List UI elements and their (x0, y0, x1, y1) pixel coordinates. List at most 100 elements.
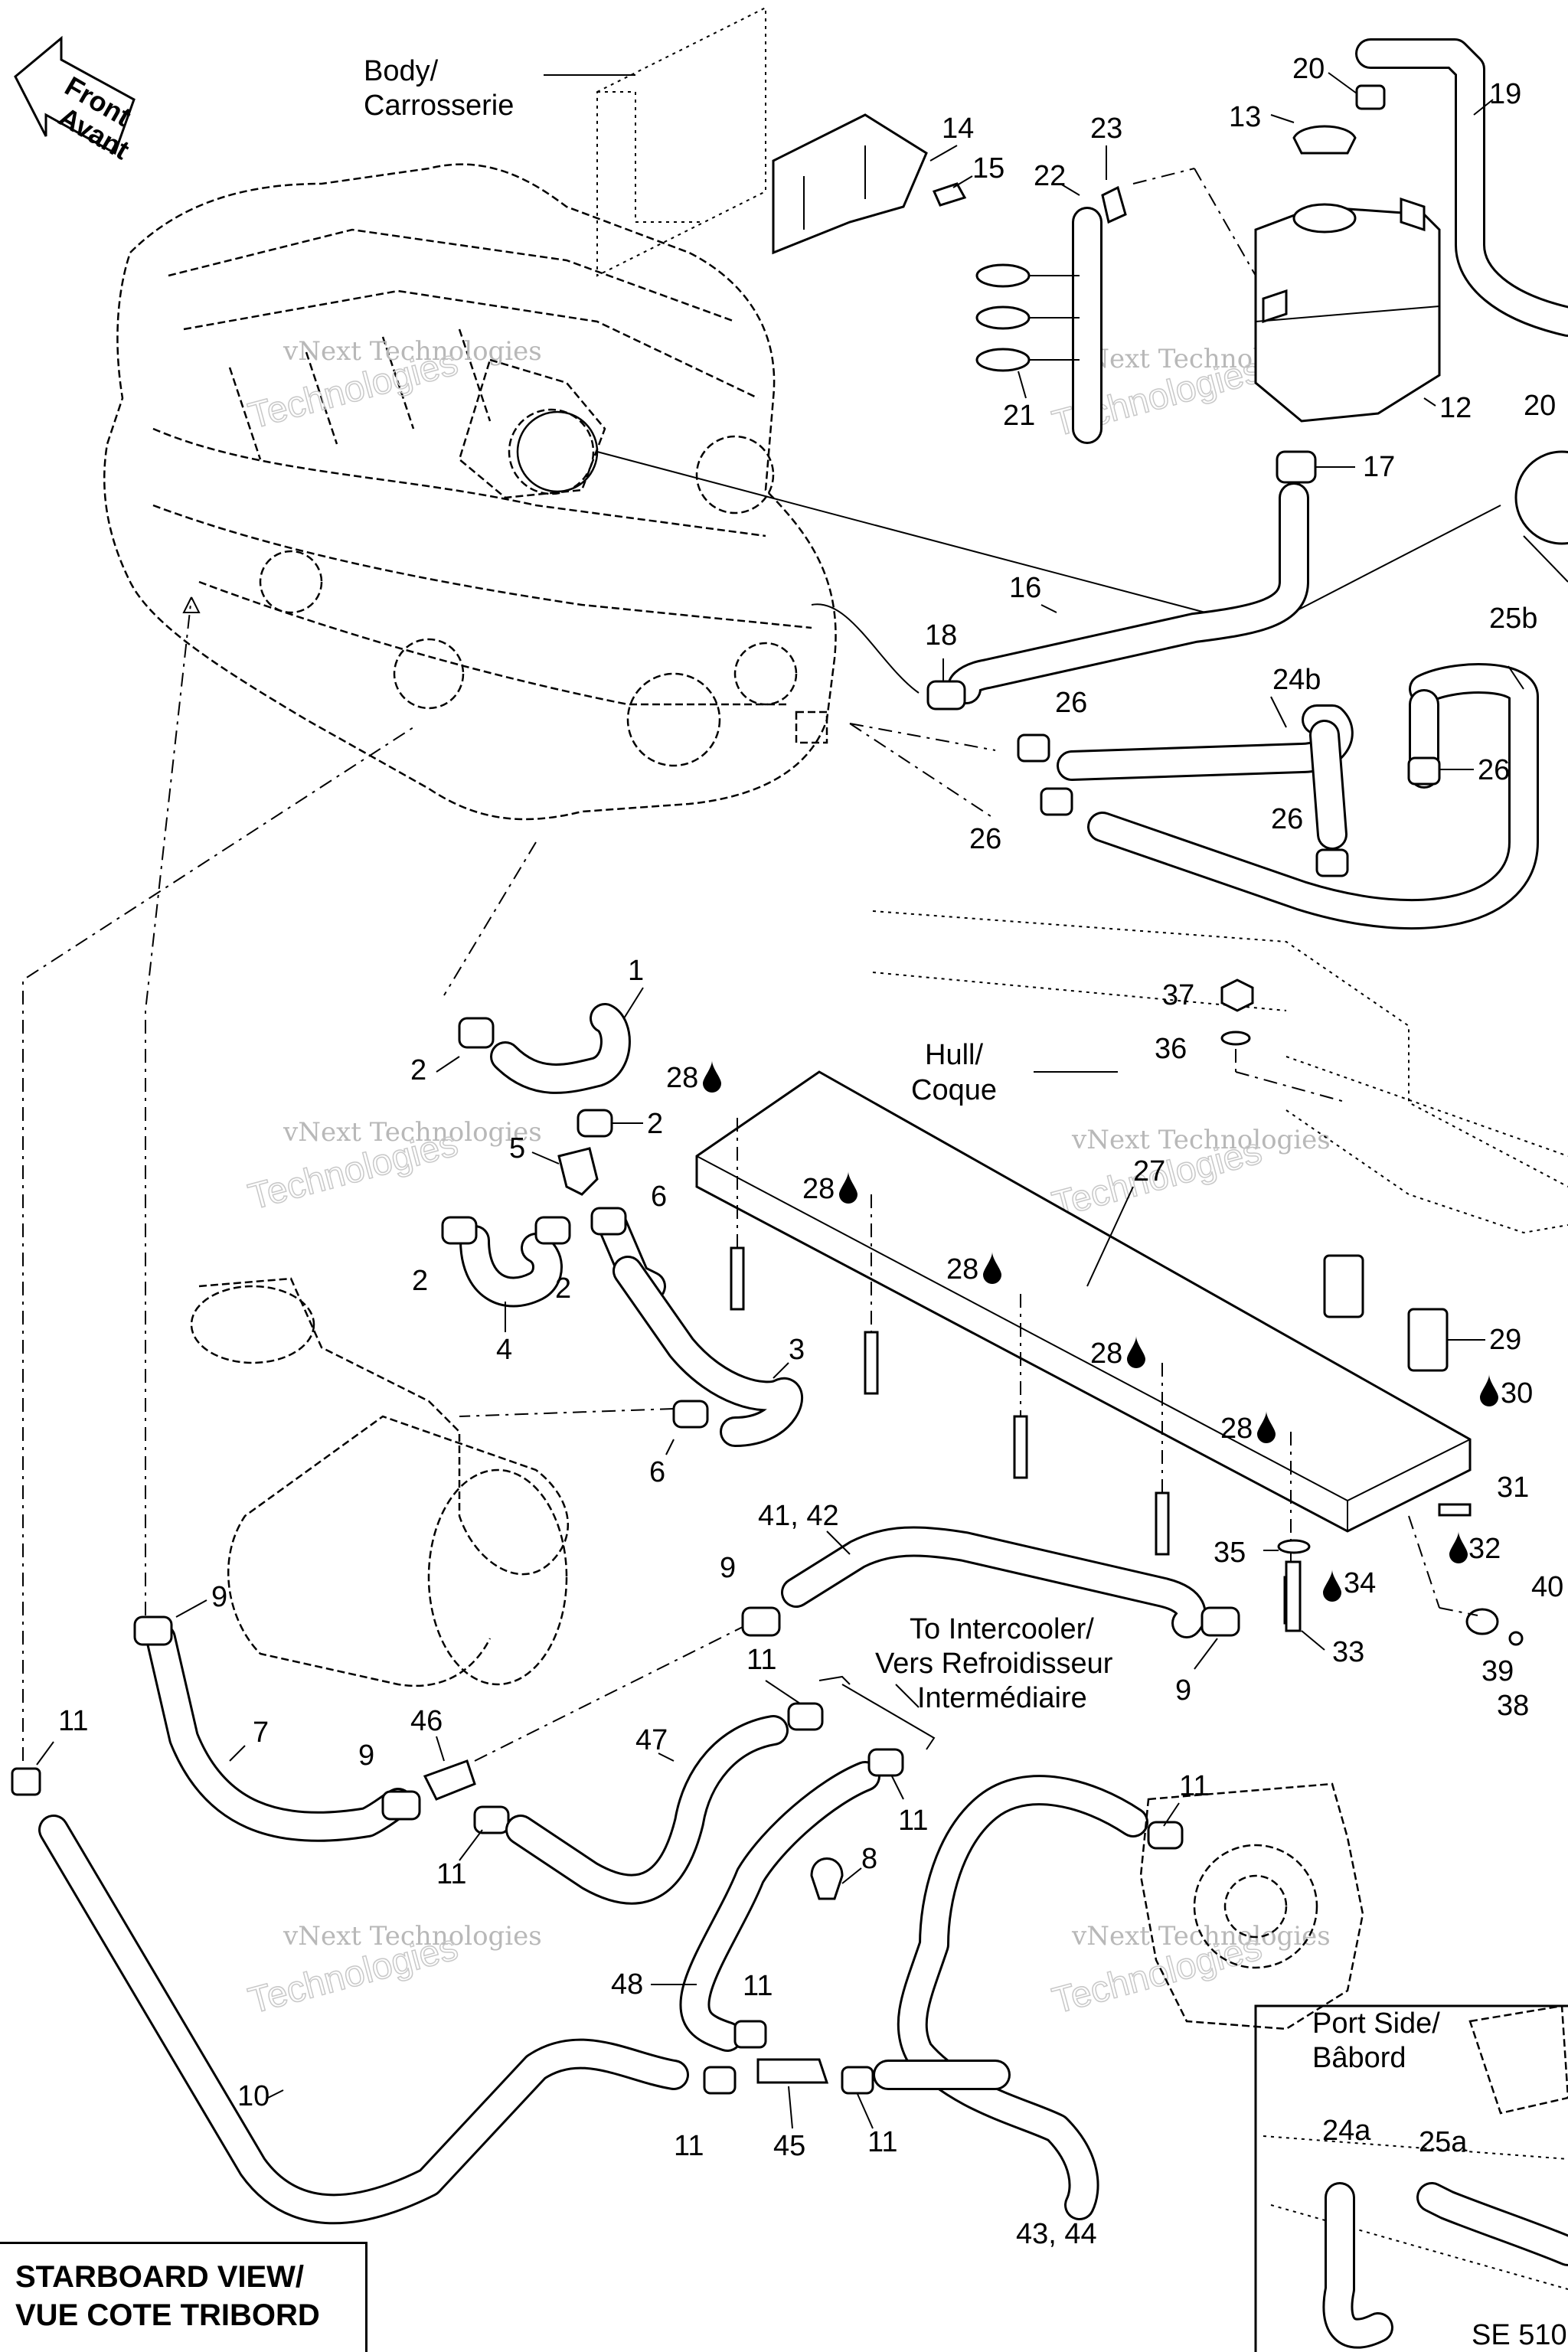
callout-34: 34 (1344, 1567, 1376, 1599)
callout-23: 23 (1090, 113, 1122, 145)
watermark: vNext Technologies (283, 336, 542, 367)
pump-housing (1139, 1782, 1364, 2030)
front-arrow-icon: Front Avant (14, 35, 136, 165)
callout-11: 11 (746, 1644, 776, 1676)
callout-11: 11 (898, 1805, 928, 1837)
clamp-26 (1040, 787, 1073, 816)
clamp-26 (1017, 733, 1050, 763)
callout-12: 12 (1439, 392, 1472, 424)
callout-22: 22 (1034, 160, 1066, 192)
clamp-20 (1355, 84, 1386, 110)
clamp-9 (741, 1606, 781, 1637)
callout-4: 4 (496, 1334, 512, 1366)
body-panel (596, 6, 766, 277)
clamp-9 (133, 1615, 173, 1646)
clamp-2 (441, 1216, 478, 1245)
callout-16: 16 (1009, 572, 1041, 604)
callout-11: 11 (436, 1858, 466, 1890)
callout-9: 9 (1175, 1674, 1191, 1707)
hull-label: Hull/ (925, 1039, 983, 1071)
callout-17: 17 (1363, 451, 1395, 483)
clamp-6 (672, 1400, 709, 1429)
clamp-23 (1101, 185, 1127, 224)
washer-35 (1277, 1539, 1311, 1554)
clamp-11 (1147, 1821, 1184, 1850)
drop-icon (1480, 1374, 1498, 1406)
bolt-33 (1285, 1560, 1302, 1632)
carrosserie-label: Carrosserie (364, 90, 514, 122)
vue-cote-title: VUE COTE TRIBORD (15, 2298, 320, 2332)
callout-47: 47 (635, 1724, 668, 1756)
callout-43-44: 43, 44 (1016, 2218, 1097, 2250)
callout-26: 26 (969, 823, 1001, 855)
callout-11: 11 (674, 2130, 704, 2162)
port-side-inset (1254, 2004, 1568, 2352)
callout-15: 15 (972, 152, 1004, 185)
callout-26: 26 (1271, 803, 1303, 835)
starboard-view-title: STARBOARD VIEW/ (15, 2260, 305, 2294)
pin-31 (1438, 1503, 1472, 1517)
callout-3: 3 (789, 1334, 805, 1366)
hull-mounting-plate (695, 910, 1568, 1533)
callout-9: 9 (358, 1740, 374, 1772)
clamp-11 (787, 1702, 824, 1731)
drop-icon (1257, 1411, 1276, 1443)
babord-label: Bâbord (1312, 2042, 1406, 2074)
watermark: vNext Technologies (1071, 1125, 1331, 1155)
drop-icon (1323, 1570, 1341, 1602)
coque-label: Coque (911, 1074, 997, 1106)
callout-35: 35 (1214, 1537, 1246, 1569)
drop-icon (1449, 1531, 1468, 1563)
clamp-18 (926, 680, 966, 710)
callout-25b: 25b (1489, 603, 1537, 635)
callout-41-42: 41, 42 (758, 1500, 839, 1532)
watermark: vNext Technologies (283, 1921, 542, 1952)
callout-2: 2 (410, 1054, 426, 1086)
callout-39: 39 (1481, 1655, 1514, 1687)
callout-11: 11 (867, 2126, 897, 2158)
callout-20b: 20 (1524, 390, 1556, 422)
clamp-2 (534, 1216, 571, 1245)
nut-37 (1220, 978, 1254, 1012)
clamp-11 (841, 2066, 874, 2095)
clamp-26 (1315, 848, 1349, 877)
clamps-21 (975, 263, 1080, 372)
callout-6: 6 (649, 1456, 665, 1488)
drop-icon (1127, 1336, 1145, 1368)
strap-8 (810, 1857, 844, 1900)
clamp-26 (1407, 756, 1441, 786)
callout-33: 33 (1332, 1636, 1364, 1668)
port-side-label: Port Side/ (1312, 2007, 1440, 2040)
callout-21: 21 (1003, 400, 1035, 432)
engine-block (103, 163, 837, 821)
grommet-40 (1465, 1608, 1499, 1635)
callout-6: 6 (651, 1181, 667, 1213)
callout-8: 8 (861, 1843, 877, 1875)
drop-icon (983, 1252, 1001, 1284)
callout-48: 48 (611, 1968, 643, 2001)
callout-32: 32 (1468, 1533, 1501, 1565)
callout-11: 11 (1179, 1770, 1209, 1802)
callout-28: 28 (802, 1173, 835, 1205)
tee-45 (756, 2058, 829, 2084)
callout-26: 26 (1478, 754, 1510, 786)
callout-11: 11 (58, 1705, 88, 1737)
fitting-11 (11, 1767, 41, 1796)
clamp-2 (458, 1017, 495, 1049)
detail-circle-20 (1514, 450, 1568, 545)
tee-46 (423, 1759, 476, 1801)
callout-2: 2 (555, 1272, 571, 1305)
clamp-6 (590, 1207, 627, 1236)
callout-14: 14 (942, 113, 974, 145)
callout-1: 1 (628, 955, 644, 987)
intercooler (190, 1277, 570, 1687)
callout-37: 37 (1162, 979, 1194, 1011)
callout-36: 36 (1155, 1033, 1187, 1065)
callout-27: 27 (1133, 1155, 1165, 1187)
callout-29: 29 (1489, 1324, 1521, 1356)
body-label: Body/ (364, 55, 439, 87)
callout-28-group: 28 28 28 28 28 (666, 1060, 1276, 1445)
drop-icon (839, 1171, 858, 1204)
detail-leader-line-2 (1263, 505, 1501, 629)
